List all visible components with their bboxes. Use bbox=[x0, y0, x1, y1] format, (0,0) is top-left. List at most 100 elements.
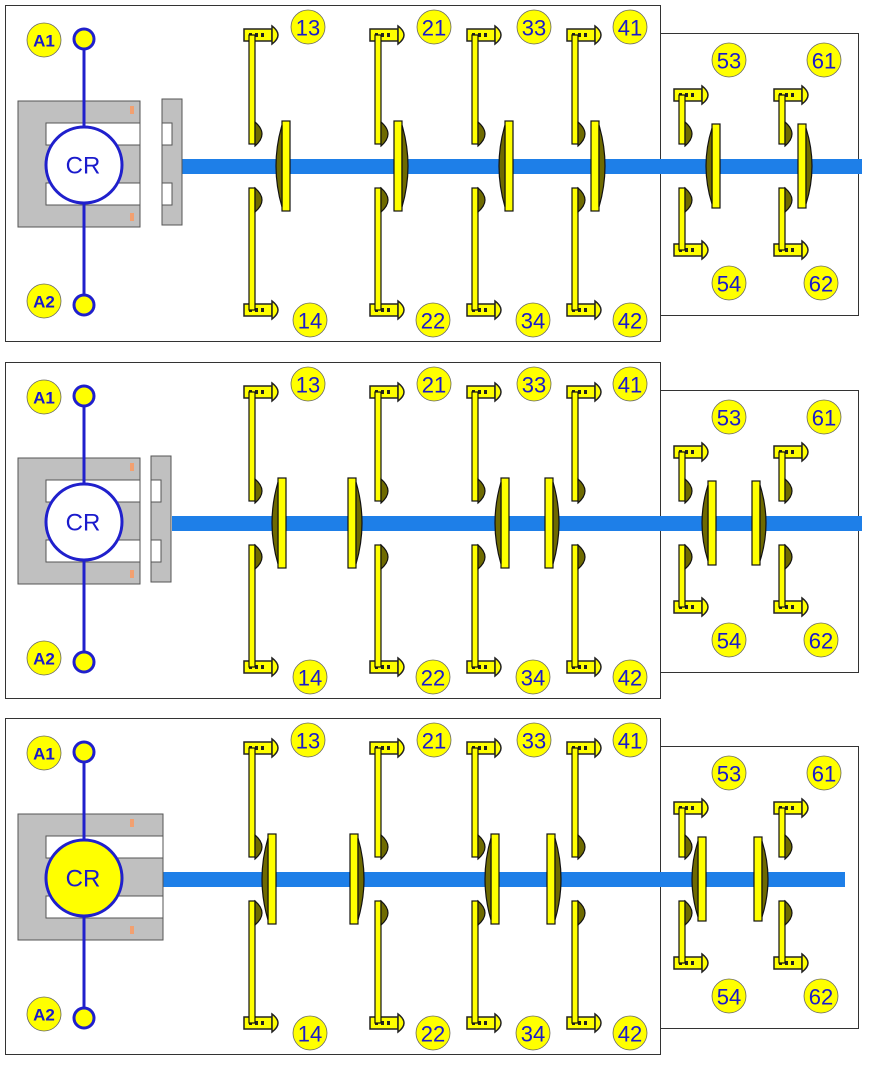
moving-contact-tip bbox=[271, 481, 279, 565]
contact-arm bbox=[571, 187, 579, 311]
terminal-screw-cap bbox=[594, 381, 602, 403]
contact-arm bbox=[374, 391, 382, 502]
coil bbox=[44, 838, 124, 918]
screw-thread bbox=[685, 605, 688, 609]
contact-label-22: 22 bbox=[421, 1022, 445, 1047]
terminal-screw-cap bbox=[594, 24, 602, 46]
terminal-a1 bbox=[72, 27, 96, 51]
screw-thread bbox=[381, 1021, 384, 1025]
contact-label-22: 22 bbox=[421, 666, 445, 691]
screw-thread bbox=[261, 746, 264, 750]
screw-thread bbox=[484, 33, 487, 37]
contact-tip bbox=[254, 186, 263, 214]
terminal-screw-cap bbox=[271, 24, 279, 46]
contact-label-53: 53 bbox=[717, 762, 741, 787]
a2-label-badge bbox=[26, 640, 62, 676]
terminal-screw-cap bbox=[397, 299, 405, 321]
contact-label-62-badge bbox=[803, 265, 839, 301]
terminal-screw-cap bbox=[594, 737, 602, 759]
screw-thread bbox=[387, 390, 390, 394]
terminal-screw-cap bbox=[271, 299, 279, 321]
contact-label-34: 34 bbox=[521, 666, 545, 691]
screw-thread bbox=[691, 961, 694, 965]
screw-thread bbox=[261, 33, 264, 37]
terminal-screw-cap bbox=[594, 1012, 602, 1034]
actuator-bar bbox=[162, 872, 845, 887]
a1-label-badge bbox=[26, 22, 62, 58]
screw-thread bbox=[691, 93, 694, 97]
moving-contact-tip bbox=[805, 127, 813, 205]
contact-tip bbox=[477, 899, 486, 927]
screw-thread bbox=[381, 746, 384, 750]
armature-notch-bottom bbox=[150, 539, 162, 563]
contact-label-53-badge bbox=[711, 42, 747, 78]
moving-contact-tip bbox=[598, 124, 606, 208]
moving-contact bbox=[347, 477, 357, 569]
contact-label-42-badge bbox=[612, 1015, 648, 1051]
terminal-screw-cap bbox=[494, 1012, 502, 1034]
screw-thread bbox=[578, 308, 581, 312]
contact-label-53: 53 bbox=[717, 49, 741, 74]
screw-thread bbox=[478, 1021, 481, 1025]
contact-arm bbox=[248, 391, 256, 502]
screw-thread bbox=[255, 746, 258, 750]
screw-thread bbox=[261, 308, 264, 312]
contact-label-54-badge bbox=[711, 978, 747, 1014]
screw-thread bbox=[484, 390, 487, 394]
moving-contact bbox=[797, 123, 807, 209]
contact-label-33: 33 bbox=[522, 373, 546, 398]
moving-contact-tip bbox=[357, 837, 365, 921]
contact-label-61-badge bbox=[806, 399, 842, 435]
contact-tip bbox=[380, 899, 389, 927]
contact-arm bbox=[471, 187, 479, 311]
moving-contact bbox=[349, 833, 359, 925]
screw-thread bbox=[791, 248, 794, 252]
terminal-screw-cap bbox=[801, 441, 809, 463]
contact-label-22-badge bbox=[415, 1015, 451, 1051]
contact-label-61-badge bbox=[806, 42, 842, 78]
coil bbox=[44, 482, 124, 562]
contact-arm bbox=[778, 544, 786, 608]
screw-thread bbox=[791, 450, 794, 454]
moving-contact-tip bbox=[275, 124, 283, 208]
contact-arm bbox=[571, 900, 579, 1024]
contact-label-33: 33 bbox=[522, 16, 546, 41]
screw-thread bbox=[478, 746, 481, 750]
screw-thread bbox=[381, 390, 384, 394]
contact-arm bbox=[248, 187, 256, 311]
terminal-screw-cap bbox=[801, 239, 809, 261]
screw-thread bbox=[685, 806, 688, 810]
a1-label-badge bbox=[26, 379, 62, 415]
contact-tip bbox=[477, 120, 486, 148]
contact-tip bbox=[784, 120, 793, 148]
contact-tip bbox=[784, 543, 793, 571]
terminal-screw-cap bbox=[271, 737, 279, 759]
contact-arm bbox=[248, 747, 256, 858]
screw-thread bbox=[578, 665, 581, 669]
contact-arm bbox=[471, 544, 479, 668]
contact-tip bbox=[684, 477, 693, 505]
contact-label-42-badge bbox=[612, 659, 648, 695]
shading-ring-bottom bbox=[130, 213, 134, 221]
moving-contact-tip bbox=[691, 840, 699, 918]
contact-label-53-badge bbox=[711, 755, 747, 791]
terminal-screw-cap bbox=[701, 441, 709, 463]
screw-thread bbox=[478, 665, 481, 669]
armature-notch-bottom bbox=[161, 182, 173, 206]
screw-thread bbox=[578, 1021, 581, 1025]
coil-label: CR bbox=[66, 866, 101, 893]
coil-label: CR bbox=[66, 153, 101, 180]
contact-tip bbox=[577, 186, 586, 214]
screw-thread bbox=[578, 746, 581, 750]
moving-contact-tip bbox=[401, 124, 409, 208]
screw-thread bbox=[691, 605, 694, 609]
contact-label-13: 13 bbox=[296, 373, 320, 398]
